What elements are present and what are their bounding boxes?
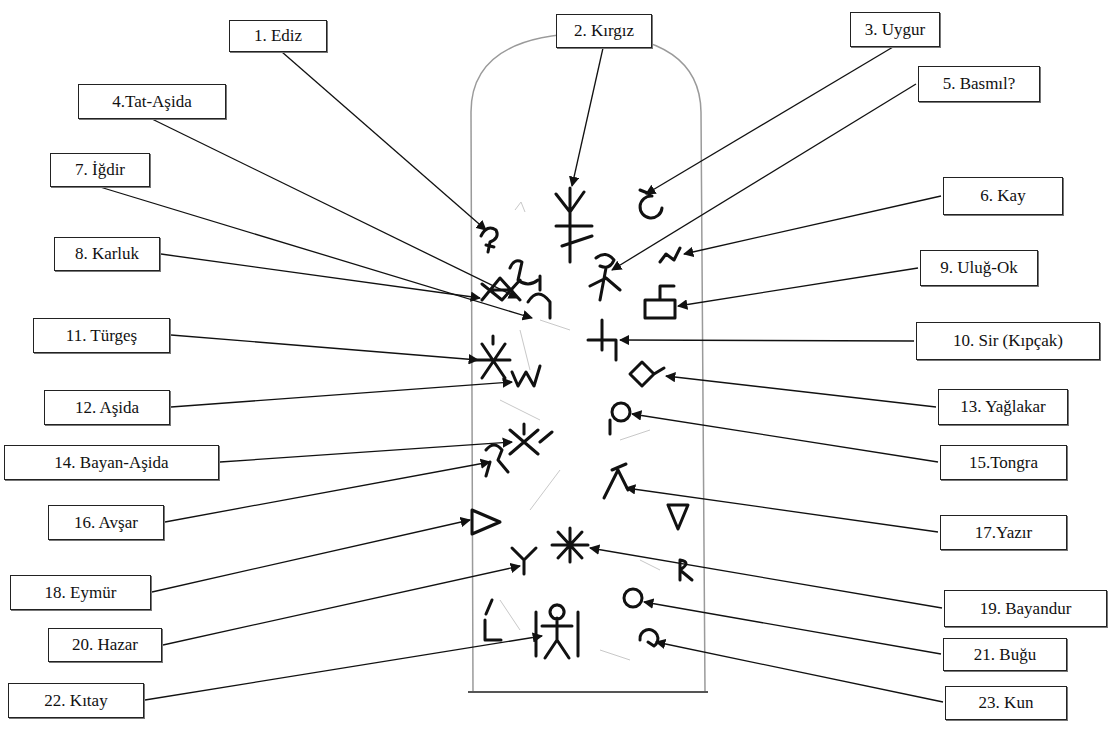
tribe-name: 22. Kıtay (44, 691, 107, 711)
tribe-name: 2. Kırgız (574, 21, 634, 41)
leader-lines (100, 47, 943, 702)
tribe-name: 12. Aşida (75, 398, 139, 418)
label-box: 11. Türgeş (33, 318, 170, 353)
tribe-name: 13. Yağlakar (960, 397, 1045, 417)
tamga-symbols (472, 188, 692, 658)
label-box: 13. Yağlakar (938, 389, 1068, 425)
tribe-name: 4.Tat-Aşida (112, 92, 192, 112)
label-box: 18. Eymür (10, 575, 151, 610)
tribe-name: 20. Hazar (72, 635, 138, 655)
tribe-name: 10. Sir (Kıpçak) (953, 331, 1063, 351)
label-box: 3. Uygur (850, 12, 940, 47)
stone-texture (500, 202, 660, 660)
label-box: 20. Hazar (48, 628, 162, 662)
tribe-name: 19. Bayandur (980, 599, 1072, 619)
tribe-name: 3. Uygur (865, 20, 925, 40)
label-box: 4.Tat-Aşida (78, 84, 226, 119)
tribe-name: 18. Eymür (45, 583, 117, 603)
tribe-name: 17.Yazır (975, 523, 1032, 543)
tribe-name: 7. İğdir (75, 160, 125, 180)
label-box: 15.Tongra (940, 445, 1067, 480)
tribe-name: 5. Basmıl? (943, 74, 1016, 94)
stele-base (468, 691, 708, 693)
label-box: 14. Bayan-Aşida (4, 445, 219, 480)
label-box: 21. Buğu (943, 638, 1067, 671)
tribe-name: 23. Kun (979, 693, 1034, 713)
tribe-name: 6. Kay (980, 186, 1025, 206)
tribe-name: 16. Avşar (74, 513, 138, 533)
tribe-name: 21. Buğu (974, 645, 1036, 665)
tribe-name: 14. Bayan-Aşida (54, 453, 168, 473)
label-box: 9. Uluğ-Ok (920, 250, 1038, 286)
tribe-name: 11. Türgeş (66, 326, 137, 346)
label-box: 6. Kay (943, 177, 1063, 215)
label-box: 8. Karluk (54, 237, 160, 271)
label-box: 12. Aşida (44, 390, 170, 425)
tribe-name: 1. Ediz (254, 26, 302, 46)
stele-outline (471, 33, 705, 692)
tribe-name: 9. Uluğ-Ok (940, 258, 1017, 278)
label-box: 23. Kun (945, 686, 1067, 720)
label-box: 17.Yazır (940, 515, 1067, 550)
label-box: 16. Avşar (48, 505, 164, 540)
label-box: 5. Basmıl? (918, 66, 1040, 102)
label-box: 19. Bayandur (944, 590, 1107, 627)
tribe-name: 8. Karluk (75, 244, 139, 264)
label-box: 1. Ediz (229, 20, 327, 52)
label-box: 22. Kıtay (8, 683, 144, 718)
label-box: 10. Sir (Kıpçak) (916, 322, 1100, 360)
label-box: 7. İğdir (50, 153, 150, 187)
tribe-name: 15.Tongra (969, 453, 1038, 473)
label-box: 2. Kırgız (556, 14, 652, 48)
